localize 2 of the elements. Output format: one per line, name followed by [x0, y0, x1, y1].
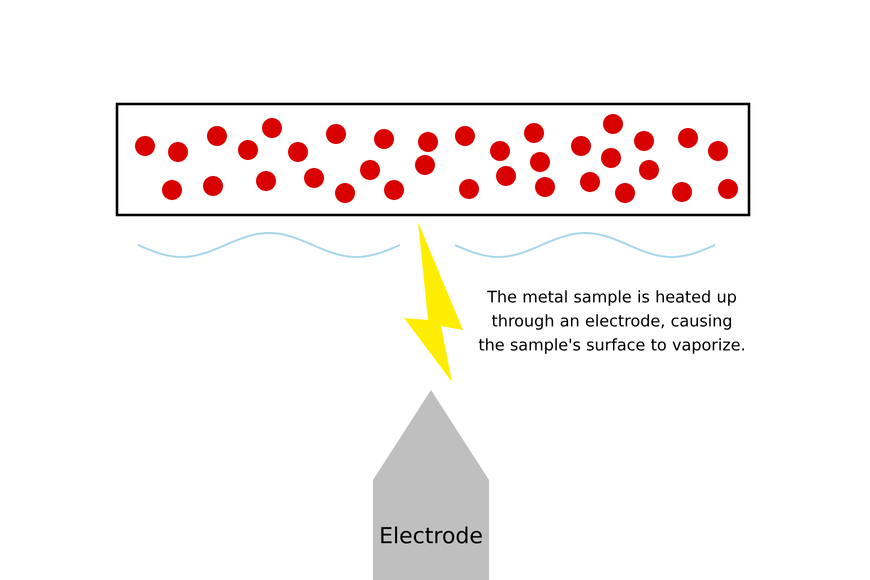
electrode: Electrode	[373, 390, 489, 580]
description-text: The metal sample is heated up through an electrode, causing the sample's surface to vaporize.	[478, 290, 744, 354]
